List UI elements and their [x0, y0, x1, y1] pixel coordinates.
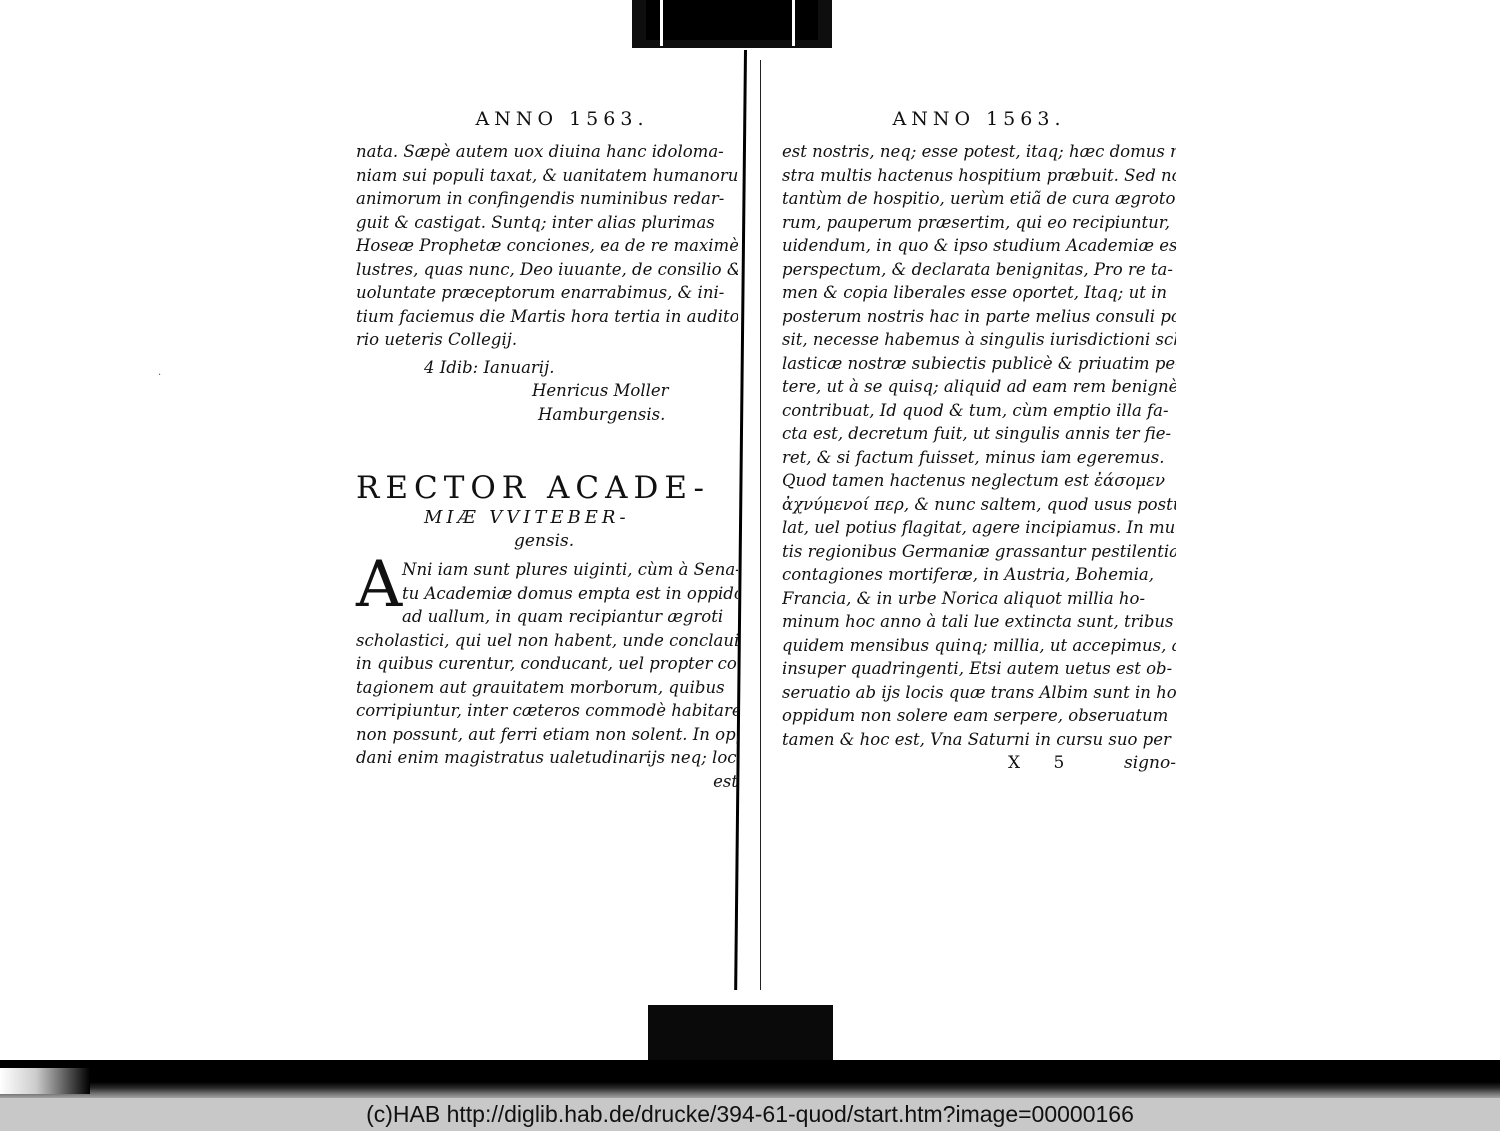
text-line: uidendum, in quo & ipso studium Academiæ…: [782, 236, 1176, 255]
text-line: guit & castigat. Suntq; inter alias plur…: [356, 212, 715, 232]
text-line: rum, pauperum præsertim, qui eo recipiun…: [782, 212, 1171, 232]
binding-stripe: [660, 0, 663, 46]
running-header: ANNO 1563.: [475, 108, 649, 130]
text-line: nata. Sæpè autem uox diuina hanc idoloma…: [356, 142, 724, 161]
text-line: posterum nostris hac in parte melius con…: [782, 306, 1176, 326]
text-line: insuper quadringenti, Etsi autem uetus e…: [782, 659, 1173, 678]
text-line: in quibus curentur, conducant, uel propt…: [356, 654, 738, 673]
text-line: Francia, & in urbe Norica aliquot millia…: [782, 588, 1146, 608]
text-line: minum hoc anno à tali lue extincta sunt,…: [782, 612, 1174, 631]
page-gutter-edge: [760, 60, 761, 990]
text-line: Nni iam sunt plures uiginti, cùm à Sena-: [402, 560, 738, 579]
text-line: contagiones mortiferæ, in Austria, Bohem…: [782, 565, 1155, 584]
scanner-bottom-band: [0, 1060, 1500, 1100]
text-line: oppidum non solere eam serpere, obseruat…: [782, 706, 1169, 725]
signature-origin: Hamburgensis.: [538, 404, 666, 424]
text-line: ad uallum, in quam recipiantur ægroti: [402, 607, 724, 626]
text-line: tamen & hoc est, Vna Saturni in cursu su…: [782, 729, 1171, 749]
drop-capital: A: [356, 548, 403, 622]
text-line: men & copia liberales esse oportet, Itaq…: [782, 283, 1167, 302]
text-line: ἀχνύμενοί περ, & nunc saltem, quod usus …: [782, 494, 1176, 514]
text-line: rio ueteris Collegij.: [356, 330, 518, 349]
text-line: Hoseæ Prophetæ conciones, ea de re maxim…: [356, 236, 738, 255]
scanner-bottom-band-fade: [0, 1068, 90, 1094]
binding-clip-bottom: [648, 1005, 833, 1063]
signature-mark: X 5: [1008, 753, 1079, 773]
text-line: lasticæ nostræ subiectis publicè & priua…: [782, 353, 1176, 373]
paragraph: nata. Sæpè autem uox diuina hanc idoloma…: [356, 140, 738, 352]
running-header: ANNO 1563.: [892, 108, 1066, 130]
paper-speck: ·: [158, 370, 162, 381]
text-line: non possunt, aut ferri etiam non solent.…: [356, 724, 738, 744]
right-page: ANNO 1563. est nostris, neq; esse potest…: [782, 108, 1176, 773]
copyright-caption: (c)HAB http://diglib.hab.de/drucke/394-6…: [0, 1098, 1500, 1131]
text-line: animorum in confingendis numinibus redar…: [356, 189, 725, 208]
text-line: tere, ut à se quisq; aliquid ad eam rem …: [782, 377, 1176, 396]
text-line: ret, & si factum fuisset, minus iam eger…: [782, 447, 1165, 467]
text-line: contribuat, Id quod & tum, cùm emptio il…: [782, 400, 1169, 420]
text-line: tium faciemus die Martis hora tertia in …: [356, 306, 738, 326]
section-subtitle: MIÆ VVITEBER-: [424, 507, 630, 528]
left-page: ANNO 1563. nata. Sæpè autem uox diuina h…: [356, 108, 738, 793]
body-text: A Nni iam sunt plures uiginti, cùm à Sen…: [356, 548, 738, 793]
text-line: seruatio ab ijs locis quæ trans Albim su…: [782, 682, 1176, 702]
body-text: est nostris, neq; esse potest, itaq; hæc…: [782, 140, 1176, 751]
text-line: dani enim magistratus ualetudinarijs neq…: [356, 748, 738, 767]
signature-name: Henricus Moller: [532, 381, 669, 400]
page-footer: X 5 signo-: [782, 753, 1176, 773]
dateline: 4 Idib: Ianuarij.: [424, 357, 555, 377]
text-line: perspectum, & declarata benignitas, Pro …: [782, 259, 1173, 279]
text-line: corripiuntur, inter cæteros commodè habi…: [356, 701, 738, 720]
catchword: signo-: [1124, 753, 1176, 773]
text-line: lustres, quas nunc, Deo iuuante, de cons…: [356, 259, 738, 279]
text-line: cta est, decretum fuit, ut singulis anni…: [782, 424, 1172, 443]
text-line: stra multis hactenus hospitium præbuit. …: [782, 165, 1176, 185]
text-line: tis regionibus Germaniæ grassantur pesti…: [782, 541, 1176, 561]
text-line: niam sui populi taxat, & uanitatem human…: [356, 165, 738, 185]
text-line: lat, uel potius flagitat, agere incipiam…: [782, 518, 1176, 537]
text-line: uoluntate præceptorum enarrabimus, & ini…: [356, 283, 725, 302]
text-line: scholastici, qui uel non habent, unde co…: [356, 630, 738, 650]
section-title: RECTOR ACADE-: [356, 470, 711, 506]
text-line: tantùm de hospitio, uerùm etiã de cura æ…: [782, 189, 1176, 208]
binding-clip-top-inner: [646, 0, 818, 40]
text-line: sit, necesse habemus à singulis iurisdic…: [782, 330, 1176, 349]
section-subtitle-2: gensis.: [514, 531, 575, 551]
text-line: est nostris, neq; esse potest, itaq; hæc…: [782, 142, 1176, 161]
text-line: tu Academiæ domus empta est in oppido: [402, 583, 738, 603]
text-line: Quod tamen hactenus neglectum est ἐάσομε…: [782, 471, 1166, 490]
text-line: quidem mensibus quinq; millia, ut accepi…: [782, 635, 1176, 655]
binding-stripe: [792, 0, 795, 46]
text-line: tagionem aut grauitatem morborum, quibus: [356, 677, 725, 697]
catchword: est: [713, 771, 738, 791]
